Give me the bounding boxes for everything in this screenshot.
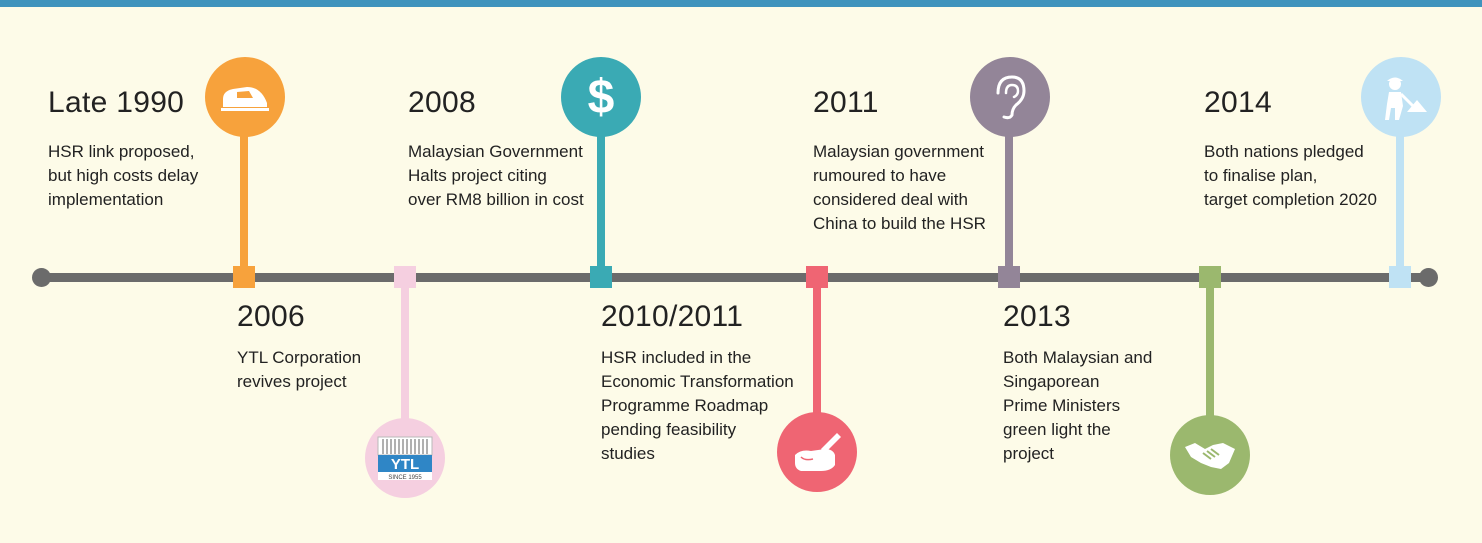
event-stem: [813, 285, 821, 425]
timeline-marker: [233, 266, 255, 288]
top-bar: [0, 0, 1482, 7]
timeline-line: [40, 273, 1428, 282]
timeline-marker: [590, 266, 612, 288]
timeline-marker: [394, 266, 416, 288]
event-description: HSR link proposed, but high costs delay …: [48, 142, 199, 209]
event-stem: [1206, 285, 1214, 425]
timeline-marker: [998, 266, 1020, 288]
event-year: 2006: [237, 300, 305, 333]
event-stem: [401, 285, 409, 425]
event-year: Late 1990: [48, 86, 185, 119]
timeline-marker: [1199, 266, 1221, 288]
event-stem: [1005, 130, 1013, 270]
event-stem: [597, 130, 605, 270]
event-description: YTL Corporation revives project: [237, 348, 362, 391]
timeline-end-dot: [1419, 268, 1438, 287]
event-year: 2014: [1204, 86, 1272, 119]
event-stem: [1396, 130, 1404, 270]
event-year: 2011: [813, 86, 879, 119]
event-year: 2010/2011: [601, 300, 744, 333]
hand-writing-icon: [777, 412, 857, 492]
event-stem: [240, 130, 248, 270]
timeline-marker: [1389, 266, 1411, 288]
train-icon: [205, 57, 285, 137]
event-year: 2013: [1003, 300, 1071, 333]
timeline-start-dot: [32, 268, 51, 287]
event-description: Both Malaysian and Singaporean Prime Min…: [1003, 348, 1153, 463]
dollar-icon: $: [561, 57, 641, 137]
event-description: HSR included in the Economic Transformat…: [601, 348, 794, 463]
event-description: Both nations pledged to finalise plan, t…: [1204, 142, 1377, 209]
handshake-icon: [1170, 415, 1250, 495]
ytl-logo-icon: YTL SINCE 1955: [365, 418, 445, 498]
construction-worker-icon: [1361, 57, 1441, 137]
event-description: Malaysian government rumoured to have co…: [813, 142, 986, 233]
svg-text:YTL: YTL: [391, 456, 419, 473]
ear-icon: [970, 57, 1050, 137]
timeline-marker: [806, 266, 828, 288]
event-description: Malaysian Government Halts project citin…: [408, 142, 584, 209]
svg-text:SINCE 1955: SINCE 1955: [388, 475, 422, 481]
event-year: 2008: [408, 86, 476, 119]
